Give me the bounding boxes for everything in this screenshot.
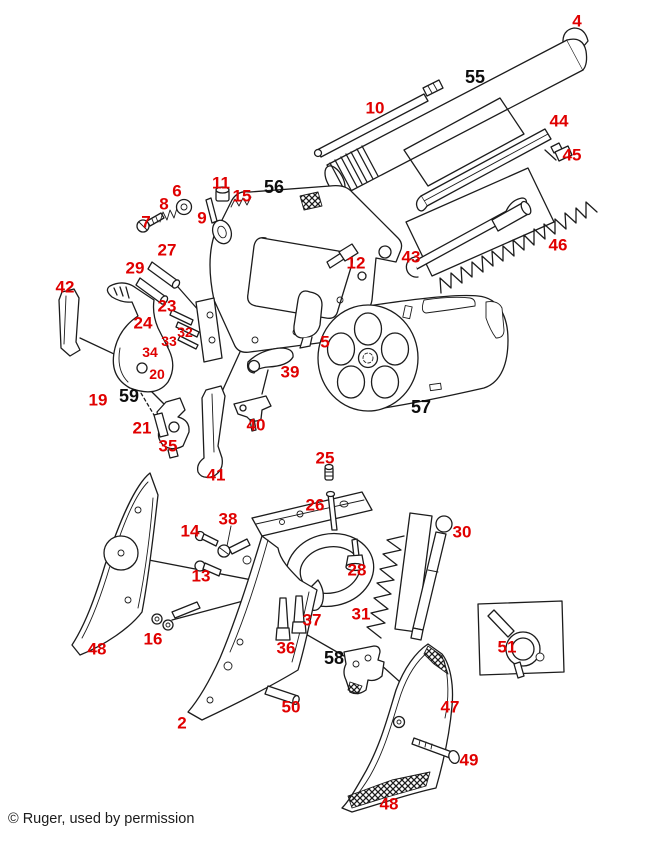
part-label-10: 10 [365, 98, 385, 118]
grip-frame-screws-drawing [194, 525, 251, 577]
part-label-48-right: 48 [379, 794, 399, 814]
backstrap-screws-drawing [324, 463, 365, 572]
part-label-25: 25 [315, 448, 335, 468]
ejector-housing-drawing [403, 97, 552, 212]
part-label-29: 29 [125, 258, 145, 278]
inset-box-51-drawing [477, 600, 565, 679]
part-label-59: 59 [118, 386, 140, 406]
bracket-40-drawing [233, 395, 272, 432]
ejector-rod-drawing [313, 79, 444, 158]
copyright-text: © Ruger, used by permission [8, 811, 195, 827]
part-label-4: 4 [572, 11, 582, 31]
part-label-23: 23 [157, 296, 177, 316]
part-label-41: 41 [206, 465, 226, 485]
part-label-43: 43 [401, 247, 421, 267]
arm-39-drawing [246, 347, 294, 374]
part-label-39: 39 [280, 362, 300, 382]
part-label-47: 47 [440, 697, 460, 717]
part-label-36: 36 [276, 638, 296, 658]
left-grip-drawing [71, 472, 159, 656]
part-label-58: 58 [323, 648, 345, 668]
part-label-6: 6 [172, 181, 182, 201]
part-label-7: 7 [141, 212, 151, 232]
part-label-30: 30 [452, 522, 472, 542]
part-label-8: 8 [159, 194, 169, 214]
block-58-drawing [343, 645, 385, 695]
right-grip-drawing [341, 643, 454, 813]
ejector-spring-drawing [439, 201, 598, 294]
part-label-19: 19 [88, 390, 108, 410]
part-label-42: 42 [55, 277, 75, 297]
part-label-11: 11 [212, 173, 230, 193]
grip-screw-drawing [411, 737, 460, 764]
part-label-12: 12 [346, 253, 366, 273]
part-label-27: 27 [157, 240, 177, 260]
part-label-57: 57 [410, 397, 432, 417]
part-label-9: 9 [197, 208, 207, 228]
part-label-32: 32 [177, 324, 193, 340]
part-label-48-left: 48 [87, 639, 107, 659]
mainspring-strut-drawing [394, 512, 453, 641]
part-label-35: 35 [158, 436, 178, 456]
part-label-21: 21 [132, 418, 152, 438]
pivot-pins-drawing [135, 261, 181, 305]
part-label-15: 15 [232, 186, 252, 206]
part-label-24: 24 [133, 313, 153, 333]
part-label-50: 50 [281, 697, 301, 717]
loading-gate-drawing [293, 290, 323, 349]
ejector-assembly-drawing [405, 167, 555, 278]
part-label-34: 34 [142, 344, 158, 360]
part-label-44: 44 [549, 111, 569, 131]
part-label-5: 5 [320, 332, 330, 352]
part-label-37: 37 [302, 610, 322, 630]
part-label-31: 31 [351, 604, 371, 624]
part-label-26: 26 [305, 495, 325, 515]
housing-screw-drawing [550, 142, 573, 162]
cylinder-drawing [317, 294, 509, 412]
part-label-28: 28 [347, 560, 367, 580]
lever-42-drawing [58, 288, 81, 357]
part-label-14: 14 [180, 521, 200, 541]
flat-spring-41-drawing [196, 385, 226, 478]
lower-screws-drawing [151, 595, 307, 706]
part-label-46: 46 [548, 235, 568, 255]
part-label-20: 20 [149, 366, 165, 382]
grip-frame-drawing [187, 491, 375, 721]
mainspring-drawing [366, 535, 405, 639]
part-label-13: 13 [191, 566, 211, 586]
part-label-51: 51 [497, 637, 517, 657]
pin-21-drawing [153, 412, 169, 438]
part-label-49: 49 [459, 750, 479, 770]
part-label-45: 45 [562, 145, 582, 165]
part-label-38: 38 [218, 509, 238, 529]
firing-pin-parts-drawing [136, 186, 252, 233]
part-label-16: 16 [143, 629, 163, 649]
hammer-drawing [106, 282, 174, 393]
gate-screw-drawing [326, 243, 359, 269]
part-label-55: 55 [464, 67, 486, 87]
part-label-2: 2 [177, 713, 187, 733]
part-label-40: 40 [246, 415, 266, 435]
part-label-33: 33 [161, 333, 177, 349]
part-label-56: 56 [263, 177, 285, 197]
